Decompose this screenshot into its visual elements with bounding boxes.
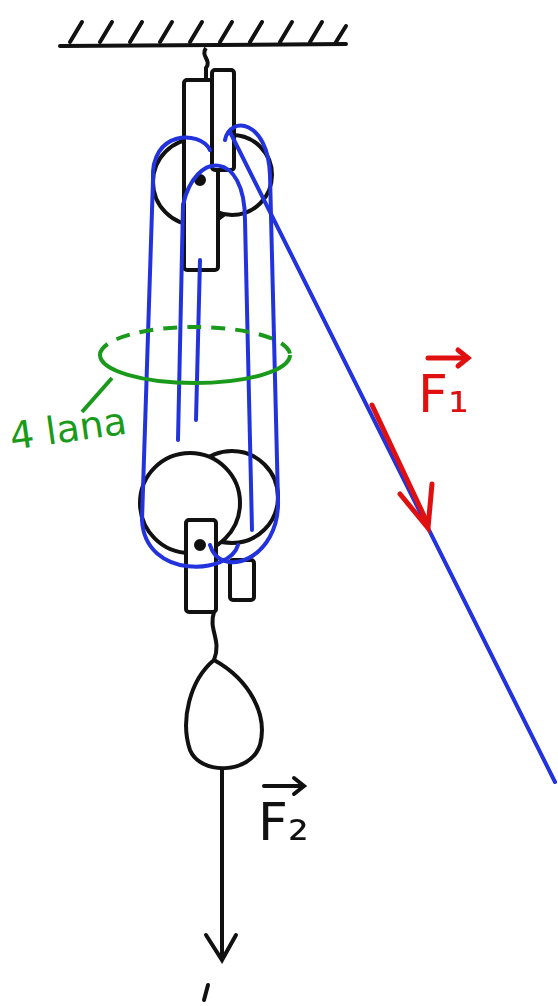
hook [204,48,207,80]
rope-count-label: 4 lana [7,402,129,456]
ceiling [60,22,346,46]
rope [142,126,555,782]
force-label: F₂ [258,796,309,848]
upper-pulley [153,70,272,270]
rope-count-bracket [82,327,290,412]
force-label: F₁ [418,368,469,420]
force-arrow [372,350,468,528]
lower-pulley [140,451,278,612]
